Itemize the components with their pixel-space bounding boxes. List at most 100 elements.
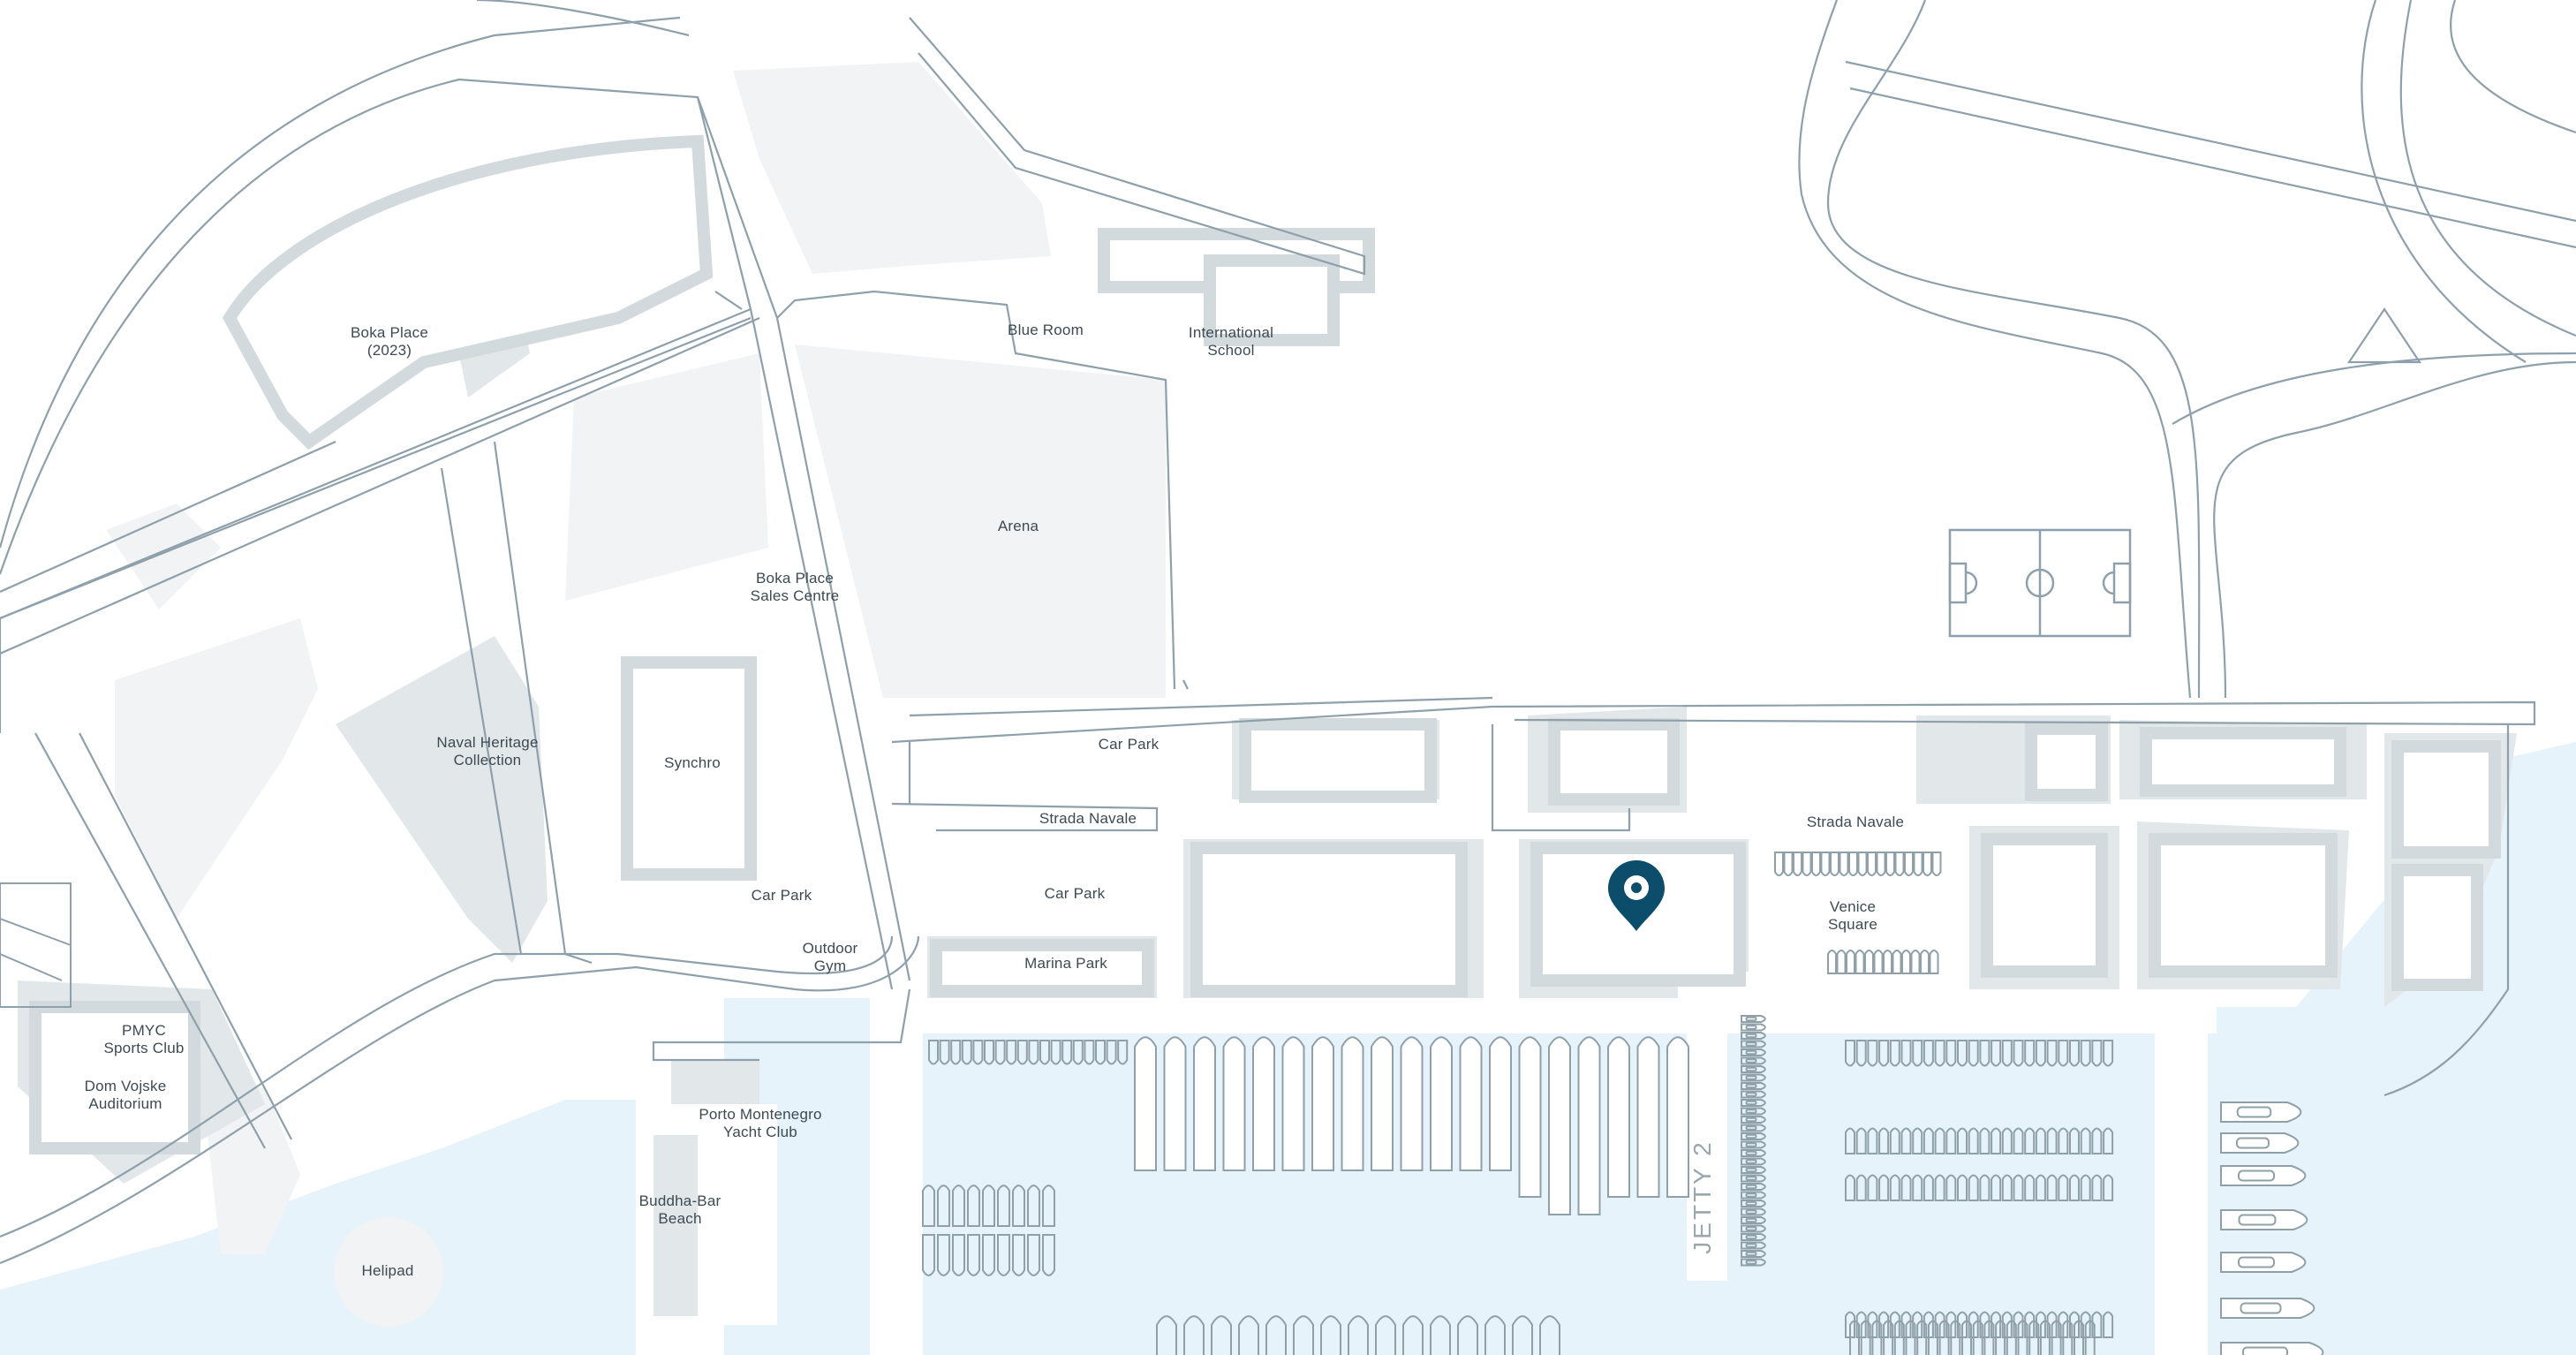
- boat-icon: [1892, 949, 1902, 974]
- boat-icon: [1741, 1023, 1766, 1032]
- boat-icon: [950, 1040, 962, 1065]
- boat-icon: [1867, 852, 1877, 877]
- boat-icon: [1741, 1157, 1766, 1166]
- boat-icon: [2069, 1040, 2080, 1067]
- boat-icon: [2017, 1320, 2028, 1355]
- boat-icon: [2084, 1320, 2096, 1355]
- boat-icon: [1957, 1040, 1968, 1067]
- label-arena: Arena: [997, 518, 1039, 534]
- boat-icon: [1938, 1320, 1950, 1355]
- boat-icon: [1878, 1040, 1890, 1067]
- boat-icon: [922, 1234, 935, 1276]
- boat-icon: [1889, 1174, 1900, 1201]
- boat-icon: [1741, 1166, 1766, 1174]
- boat-icon: [1929, 949, 1939, 974]
- boat-icon: [1900, 1127, 1912, 1154]
- boat-cabin: [1745, 1226, 1757, 1231]
- boat-icon: [2080, 1127, 2091, 1154]
- boat-icon: [2001, 1174, 2013, 1201]
- location-pin-icon[interactable]: [1608, 860, 1665, 931]
- label-strada-navale-east: Strada Navale: [1806, 814, 1905, 830]
- boat-icon: [2058, 1127, 2069, 1154]
- boat-icon: [2069, 1311, 2080, 1338]
- boat-icon: [1855, 1127, 1867, 1154]
- boat-icon: [2006, 1320, 2017, 1355]
- boat-icon: [972, 1040, 984, 1065]
- boat-icon: [1846, 949, 1855, 974]
- boat-icon: [1934, 1127, 1945, 1154]
- boat-icon: [982, 1185, 995, 1227]
- boat-icon: [1912, 1040, 1923, 1067]
- boat-cabin: [1745, 1083, 1757, 1089]
- boat-cabin: [1745, 1041, 1757, 1047]
- boat-icon: [1741, 1124, 1766, 1132]
- piers: [203, 989, 2208, 1355]
- label-venice-square: Venice Square: [1827, 898, 1878, 933]
- boat-icon: [1741, 1216, 1766, 1224]
- boat-cabin: [1745, 1142, 1757, 1147]
- label-blue-room: Blue Room: [1008, 322, 1084, 338]
- boat-icon: [1774, 852, 1784, 877]
- boat-icon: [1900, 1174, 1912, 1201]
- boat-icon: [1920, 949, 1930, 974]
- boat-icon: [1548, 1036, 1571, 1215]
- boat-icon: [1042, 1185, 1055, 1227]
- label-boka-place-2023: Boka Place (2023): [351, 324, 428, 359]
- boat-icon: [1666, 1036, 1689, 1198]
- boat-icon: [1783, 852, 1794, 877]
- label-marina-park: Marina Park: [1024, 955, 1107, 972]
- boat-icon: [1741, 1090, 1766, 1099]
- boat-icon: [1741, 1065, 1766, 1073]
- boat-icon: [1607, 1036, 1630, 1198]
- boat-icon: [1968, 1040, 1979, 1067]
- boat-cabin: [1745, 1033, 1757, 1039]
- boat-icon: [1134, 1036, 1157, 1171]
- boat-icon: [1293, 1315, 1314, 1355]
- boat-icon: [2046, 1127, 2058, 1154]
- boat-icon: [1889, 1127, 1900, 1154]
- boat-icon: [1741, 1015, 1766, 1023]
- boat-cabin: [1745, 1066, 1757, 1072]
- boat-icon: [1741, 1191, 1766, 1200]
- boat-icon: [1117, 1040, 1129, 1065]
- boat-icon: [1183, 1315, 1205, 1355]
- label-car-park-west: Car Park: [751, 887, 812, 904]
- boat-cabin: [1745, 1117, 1757, 1123]
- building-footprints: [29, 134, 2501, 1154]
- boat-icon: [1900, 1311, 1912, 1338]
- boat-icon: [1889, 1040, 1900, 1067]
- boat-icon: [1905, 1320, 1916, 1355]
- boat-icon: [1945, 1311, 1957, 1338]
- boat-icon: [1923, 1174, 1934, 1201]
- boats-east: [1845, 1040, 2114, 1338]
- label-car-park-mid: Car Park: [1044, 885, 1106, 902]
- boat-icon: [1845, 1311, 1855, 1338]
- boat-icon: [1402, 1315, 1424, 1355]
- football-pitch: [1948, 528, 2132, 638]
- boat-cabin: [1745, 1049, 1757, 1056]
- boat-icon: [1979, 1311, 1991, 1338]
- boat-icon: [1375, 1315, 1396, 1355]
- boat-icon: [2046, 1311, 2058, 1338]
- boat-icon: [1084, 1040, 1095, 1065]
- boat-icon: [1802, 852, 1812, 877]
- boat-icon: [2035, 1311, 2046, 1338]
- boat-icon: [1811, 852, 1821, 877]
- boat-cabin: [1745, 1025, 1757, 1030]
- boat-icon: [1864, 949, 1874, 974]
- boat-icon: [1867, 1311, 1878, 1338]
- boat-icon: [1848, 852, 1858, 877]
- boat-icon: [1741, 1140, 1766, 1149]
- boat-icon: [1095, 1040, 1106, 1065]
- boat-icon: [2024, 1174, 2036, 1201]
- tennis-courts: [0, 882, 72, 1008]
- boat-icon: [1741, 1250, 1766, 1258]
- boat-icon: [1741, 1149, 1766, 1157]
- boat-icon: [2028, 1320, 2040, 1355]
- boat-icon: [2091, 1311, 2103, 1338]
- boat-icon: [1972, 1320, 1983, 1355]
- boat-icon: [1741, 1056, 1766, 1065]
- boat-icon: [1827, 949, 1837, 974]
